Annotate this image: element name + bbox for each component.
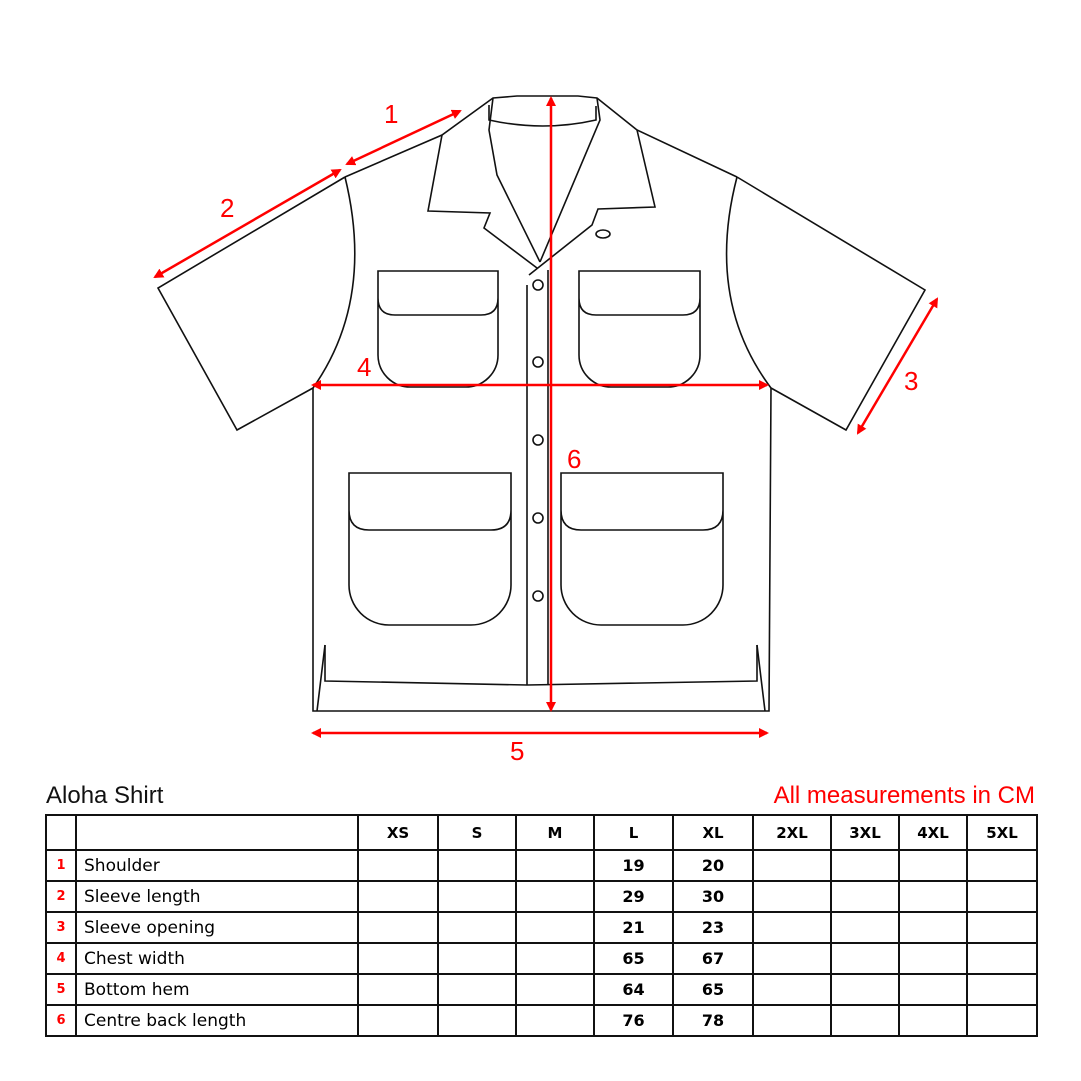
table-cell (437, 942, 517, 975)
table-cell (357, 942, 439, 975)
table-cell (966, 942, 1038, 975)
table-cell: 65 (593, 942, 674, 975)
table-cell: 78 (672, 1004, 754, 1037)
table-cell (898, 849, 968, 882)
diagram-label-4: 4 (357, 352, 371, 382)
row-label: Sleeve opening (75, 911, 359, 944)
row-label: Bottom hem (75, 973, 359, 1006)
table-cell: 76 (593, 1004, 674, 1037)
table-cell (752, 1004, 832, 1037)
table-cell: 64 (593, 973, 674, 1006)
diagram-label-5: 5 (510, 736, 524, 766)
row-index: 2 (45, 880, 77, 913)
table-cell (515, 1004, 595, 1037)
row-label: Chest width (75, 942, 359, 975)
table-cell (357, 973, 439, 1006)
size-header: L (593, 814, 674, 851)
table-cell (966, 849, 1038, 882)
table-cell (830, 973, 900, 1006)
row-label: Sleeve length (75, 880, 359, 913)
table-cell (752, 849, 832, 882)
table-cell (515, 849, 595, 882)
table-cell (830, 942, 900, 975)
table-cell (830, 849, 900, 882)
table-cell (898, 942, 968, 975)
size-header: 2XL (752, 814, 832, 851)
shirt-diagram: 1 2 3 4 5 6 (153, 95, 939, 766)
arrow-shoulder (345, 109, 462, 166)
header-index (45, 814, 77, 851)
table-cell: 30 (672, 880, 754, 913)
table-cell: 23 (672, 911, 754, 944)
table-cell (437, 911, 517, 944)
row-label: Shoulder (75, 849, 359, 882)
table-cell (437, 880, 517, 913)
table-cell: 67 (672, 942, 754, 975)
table-cell (898, 880, 968, 913)
size-header: 4XL (898, 814, 968, 851)
table-cell: 20 (672, 849, 754, 882)
row-label: Centre back length (75, 1004, 359, 1037)
table-cell (515, 973, 595, 1006)
diagram-label-2: 2 (220, 193, 234, 223)
header-label (75, 814, 359, 851)
diagram-label-6: 6 (567, 444, 581, 474)
table-cell (830, 1004, 900, 1037)
row-index: 5 (45, 973, 77, 1006)
table-cell (437, 973, 517, 1006)
table-cell (830, 880, 900, 913)
table-cell (898, 911, 968, 944)
arrow-sleeve-length (153, 168, 342, 279)
measurement-arrows (153, 96, 939, 738)
size-header: M (515, 814, 595, 851)
table-cell (830, 911, 900, 944)
table-cell: 19 (593, 849, 674, 882)
row-index: 4 (45, 942, 77, 975)
table-cell (752, 880, 832, 913)
table-cell (752, 942, 832, 975)
row-index: 1 (45, 849, 77, 882)
table-cell (752, 973, 832, 1006)
shirt-outline (156, 95, 927, 712)
row-index: 3 (45, 911, 77, 944)
table-cell (357, 849, 439, 882)
size-header: S (437, 814, 517, 851)
table-cell: 21 (593, 911, 674, 944)
table-cell (515, 942, 595, 975)
table-cell (357, 1004, 439, 1037)
row-index: 6 (45, 1004, 77, 1037)
diagram-label-3: 3 (904, 366, 918, 396)
table-cell (357, 880, 439, 913)
size-header: 5XL (966, 814, 1038, 851)
table-cell (966, 911, 1038, 944)
table-cell (357, 911, 439, 944)
table-cell (437, 1004, 517, 1037)
size-header: XS (357, 814, 439, 851)
table-cell (515, 911, 595, 944)
table-cell: 29 (593, 880, 674, 913)
table-cell (966, 880, 1038, 913)
diagram-label-1: 1 (384, 99, 398, 129)
table-cell (966, 973, 1038, 1006)
arrow-sleeve-opening (856, 297, 939, 435)
size-header: XL (672, 814, 754, 851)
table-cell (437, 849, 517, 882)
chart-title: Aloha Shirt (46, 782, 164, 809)
size-header: 3XL (830, 814, 900, 851)
table-cell (752, 911, 832, 944)
units-note: All measurements in CM (773, 782, 1035, 809)
table-cell (966, 1004, 1038, 1037)
header-row: XS S M L XL 2XL 3XL 4XL 5XL (45, 814, 1038, 851)
table-cell (898, 1004, 968, 1037)
table-cell: 65 (672, 973, 754, 1006)
table-cell (898, 973, 968, 1006)
table-cell (515, 880, 595, 913)
